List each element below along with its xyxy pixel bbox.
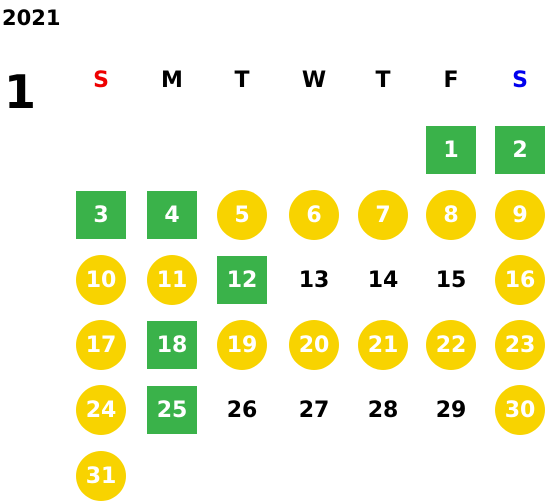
calendar-day-3[interactable]: 3 (76, 191, 126, 239)
weekday-monday: M (161, 68, 183, 93)
calendar-day-16[interactable]: 16 (495, 255, 545, 305)
calendar-day-10[interactable]: 10 (76, 255, 126, 305)
weekday-tuesday: T (234, 68, 250, 93)
calendar-day-15[interactable]: 15 (435, 267, 467, 293)
calendar-day-19[interactable]: 19 (217, 320, 267, 370)
calendar-day-20[interactable]: 20 (289, 320, 339, 370)
calendar-day-14[interactable]: 14 (367, 267, 399, 293)
calendar-day-2[interactable]: 2 (495, 126, 545, 174)
weekday-sunday: S (93, 68, 109, 93)
calendar-day-28[interactable]: 28 (367, 397, 399, 423)
calendar-day-30[interactable]: 30 (495, 385, 545, 435)
calendar-day-13[interactable]: 13 (298, 267, 330, 293)
calendar-day-9[interactable]: 9 (495, 190, 545, 240)
calendar-day-17[interactable]: 17 (76, 320, 126, 370)
weekday-thursday: T (375, 68, 391, 93)
weekday-saturday: S (512, 68, 528, 93)
calendar-day-18[interactable]: 18 (147, 321, 197, 369)
calendar-day-1[interactable]: 1 (426, 126, 476, 174)
calendar-day-8[interactable]: 8 (426, 190, 476, 240)
calendar-day-25[interactable]: 25 (147, 386, 197, 434)
calendar-day-4[interactable]: 4 (147, 191, 197, 239)
calendar-year: 2021 (2, 6, 61, 30)
weekday-header-row: S M T W T F S (0, 0, 548, 110)
calendar-month: 1 (4, 65, 37, 119)
weekday-wednesday: W (301, 68, 327, 93)
calendar-day-26[interactable]: 26 (226, 397, 258, 423)
weekday-friday: F (443, 68, 459, 93)
calendar-day-31[interactable]: 31 (76, 451, 126, 501)
calendar-day-7[interactable]: 7 (358, 190, 408, 240)
calendar-day-11[interactable]: 11 (147, 255, 197, 305)
calendar-day-22[interactable]: 22 (426, 320, 476, 370)
calendar-day-12[interactable]: 12 (217, 256, 267, 304)
calendar-day-21[interactable]: 21 (358, 320, 408, 370)
calendar-day-23[interactable]: 23 (495, 320, 545, 370)
calendar-day-27[interactable]: 27 (298, 397, 330, 423)
calendar-day-24[interactable]: 24 (76, 385, 126, 435)
calendar-day-6[interactable]: 6 (289, 190, 339, 240)
calendar-day-5[interactable]: 5 (217, 190, 267, 240)
calendar-day-29[interactable]: 29 (435, 397, 467, 423)
